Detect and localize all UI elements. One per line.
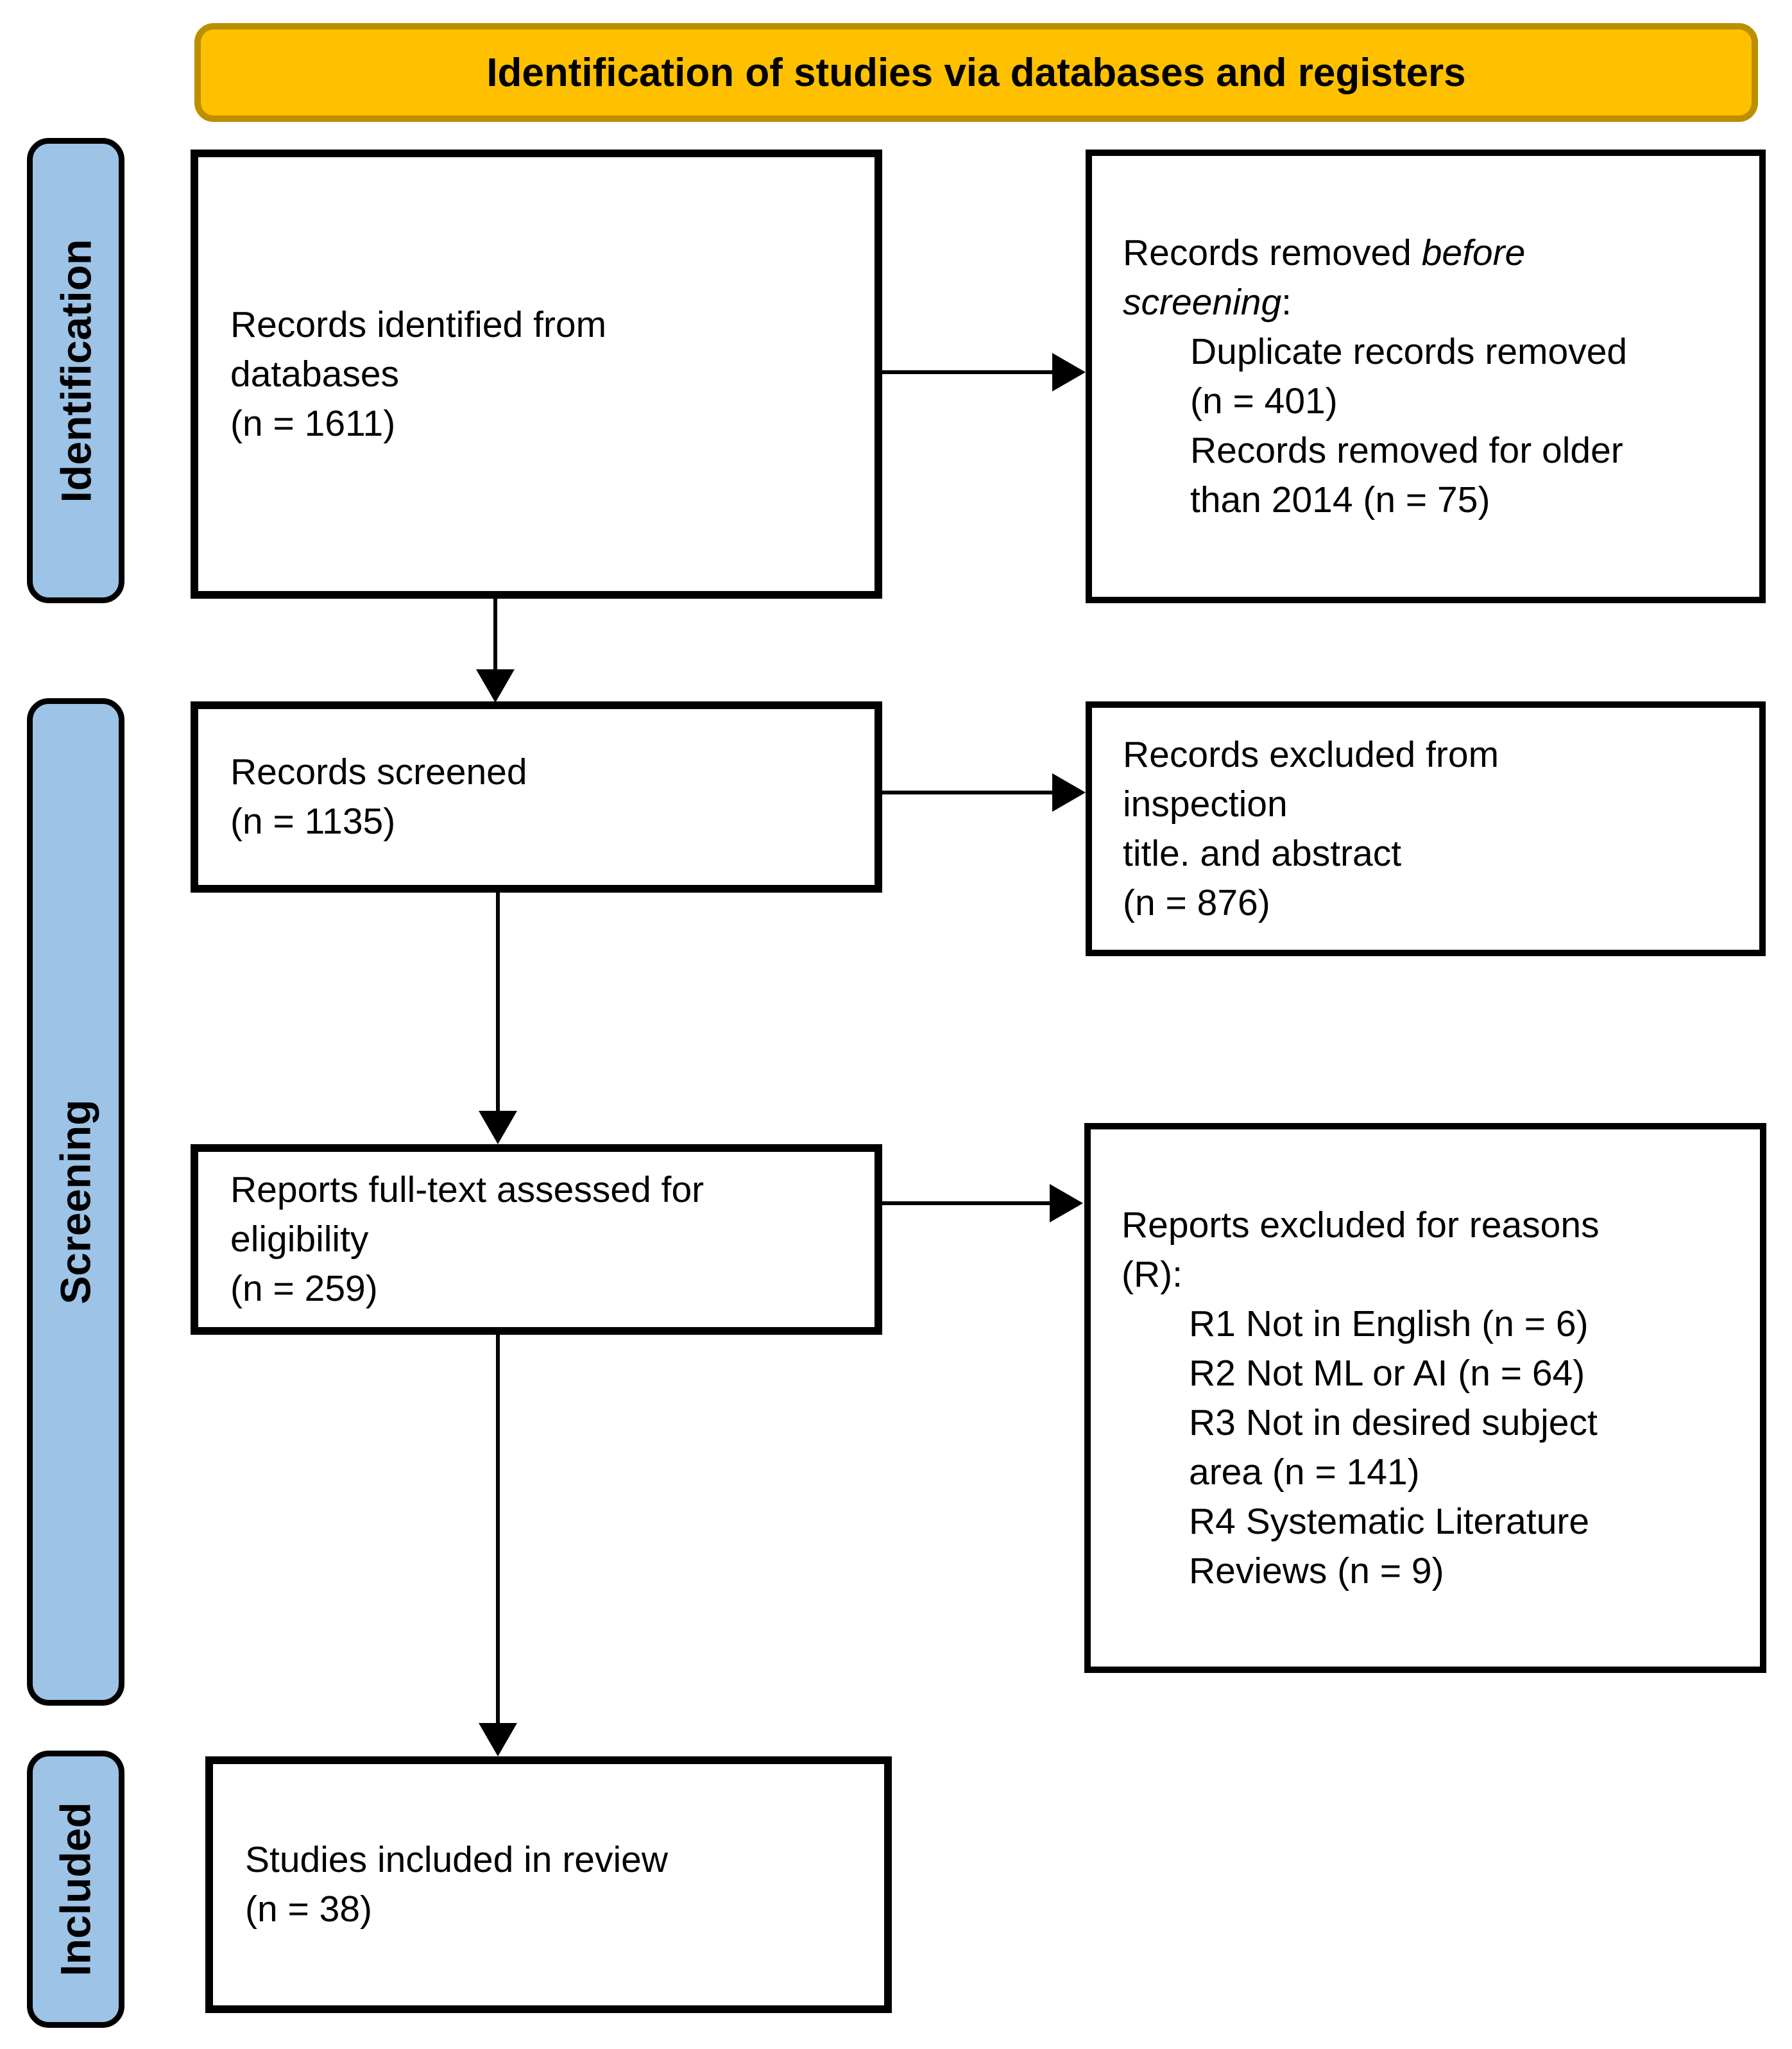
header-banner-label: Identification of studies via databases … [486,50,1466,95]
text-line: R4 Systematic Literature [1189,1500,1590,1542]
arrow-down-stem-2 [496,893,500,1112]
arrow-down-stem-1 [493,599,497,671]
text-line: Reports excluded for reasons [1122,1204,1600,1246]
text-line: Reviews (n = 9) [1189,1550,1444,1591]
text-line: area (n = 141) [1189,1451,1420,1493]
sidebar-stage-included: Included [27,1751,124,2028]
text-line: Duplicate records removed [1190,330,1628,372]
sidebar-stage-included-label: Included [52,1802,100,1976]
box-records-identified: Records identified from databases (n = 161… [191,150,882,599]
text-line: Records removed for older [1190,429,1623,471]
arrow-down-icon [479,1723,517,1756]
text-line: Records excluded from [1123,733,1499,775]
arrow-right-icon [1052,353,1086,391]
box-records-screened: Records screened (n = 1135) [191,701,882,893]
text-line: (n = 1611) [230,402,396,444]
text-line: Reports full-text assessed for [230,1169,704,1210]
arrow-down-icon [476,669,515,703]
text-line: (n = 876) [1123,882,1270,923]
text-line: (n = 38) [245,1889,373,1930]
arrow-down-stem-3 [496,1335,500,1724]
text-line: title. and abstract [1123,832,1402,874]
text-line: Records screened [230,751,527,793]
text-line: (R): [1122,1253,1182,1295]
box-records-removed-before-screening: Records removed before screening: Duplicat… [1086,150,1766,603]
text-line: (n = 1135) [230,801,396,842]
arrow-right-stem-1 [882,370,1054,374]
text-line: (n = 259) [230,1268,378,1309]
sidebar-stage-identification-label: Identification [52,239,100,502]
text-line: databases [230,353,400,395]
text-line: screening: [1123,281,1292,323]
text-line: R3 Not in desired subject [1189,1402,1598,1443]
text-line: eligibility [230,1219,369,1260]
box-records-excluded-inspection: Records excluded from inspection title. an… [1086,701,1766,956]
arrow-down-icon [479,1111,517,1144]
text-line: R1 Not in English (n = 6) [1189,1303,1589,1344]
text-line: (n = 401) [1190,380,1338,422]
sidebar-stage-screening-label: Screening [52,1099,100,1305]
arrow-right-stem-3 [882,1201,1051,1205]
box-reports-fulltext-assessed: Reports full-text assessed for eligibilit… [191,1144,882,1335]
box-studies-included: Studies included in review (n = 38) [205,1756,892,2013]
sidebar-stage-screening: Screening [27,698,124,1706]
sidebar-stage-identification: Identification [27,138,124,603]
arrow-right-stem-2 [882,791,1054,794]
text-line: Studies included in review [245,1839,669,1880]
text-line: inspection [1123,783,1288,825]
arrow-right-icon [1050,1184,1083,1222]
text-line: Records removed before [1123,232,1526,273]
header-banner: Identification of studies via databases … [194,23,1758,122]
text-line: than 2014 (n = 75) [1190,479,1490,520]
text-line: R2 Not ML or AI (n = 64) [1189,1352,1585,1394]
arrow-right-icon [1052,773,1086,812]
text-line: Records identified from [230,304,607,345]
box-reports-excluded-reasons: Reports excluded for reasons (R):R1 Not i… [1084,1123,1766,1673]
